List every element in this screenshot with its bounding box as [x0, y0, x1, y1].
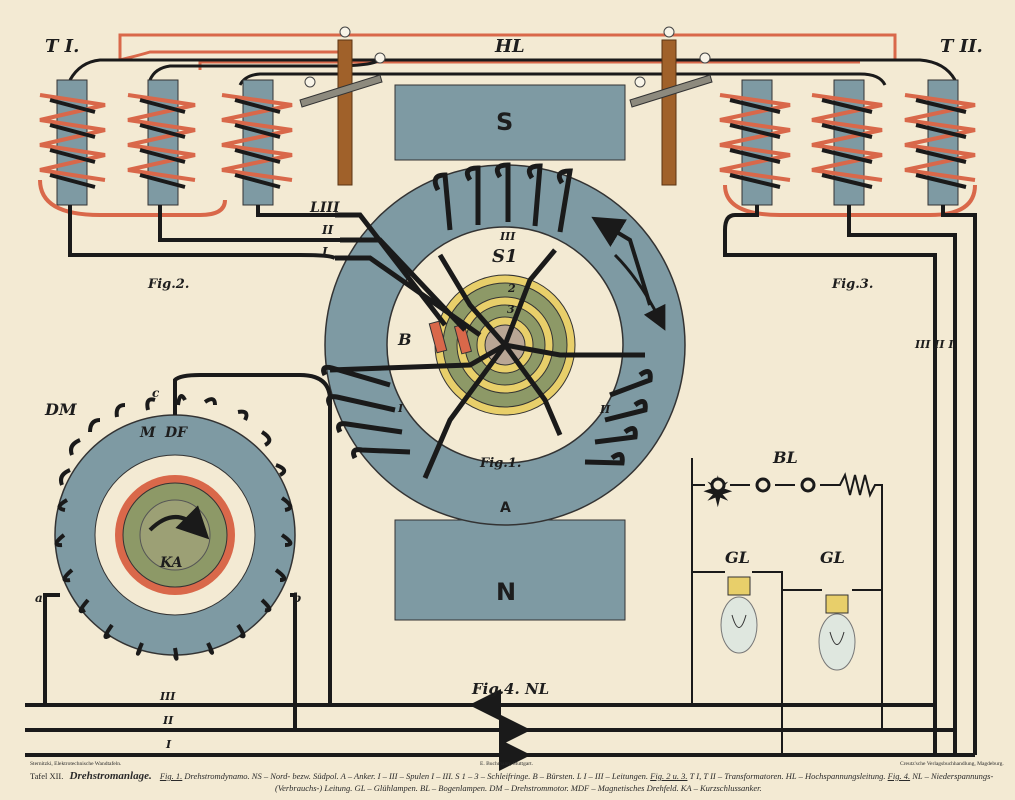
footer-fig1-ref: Fig. 1.: [159, 771, 183, 781]
footer-publisher-left: Sternitzki, Elektrotechnische Wandtafeln…: [30, 761, 122, 767]
label-brush: B: [397, 330, 412, 349]
footer-title: Drehstromanlage.: [69, 770, 152, 782]
footer-fig23-text: T I, T II – Transformatoren. HL – Hochsp…: [689, 771, 886, 781]
label-coil3: III: [499, 230, 516, 243]
label-bl: BL: [772, 448, 798, 467]
pole-right: [629, 26, 713, 186]
footer-line-2: (Verbrauchs-) Leitung. GL – Glühlampen. …: [275, 783, 762, 793]
footer-publisher-center: E. Buchmann, Stuttgart.: [480, 761, 534, 767]
label-gl1: GL: [725, 548, 750, 567]
footer-fig1-text: Drehstromdynamo. NS – Nord- bezw. Südpol…: [184, 771, 649, 781]
footer-fig4-ref: Fig. 4.: [887, 771, 911, 781]
label-fig4: Fig.4. NL: [471, 680, 549, 698]
transformer-t1: [38, 79, 340, 260]
footer-fig23-ref: Fig. 2 u. 3.: [650, 771, 688, 781]
label-hl: HL: [494, 36, 525, 57]
label-pole-s: S: [496, 108, 513, 136]
label-m: M: [139, 425, 156, 441]
label-tap-a: a: [35, 591, 43, 605]
label-ka: KA: [159, 555, 183, 571]
label-ring2: 2: [507, 282, 516, 295]
label-t2: T II.: [940, 36, 983, 57]
label-t1: T I.: [45, 36, 79, 57]
label-armature: A: [500, 500, 511, 516]
label-lm: LIII: [309, 200, 340, 216]
low-voltage-lines: [25, 689, 975, 771]
footer-fig4-text: NL – Niederspannungs-: [912, 771, 994, 781]
dynamo: [321, 84, 686, 621]
arc-lamps: [703, 475, 816, 508]
label-dm: DM: [44, 400, 78, 419]
label-ring3: 3: [507, 303, 515, 316]
incandescent-lamp-2: [818, 594, 856, 671]
label-fig2: Fig.2.: [147, 277, 189, 292]
label-pole-n: N: [496, 578, 516, 606]
label-l1: I: [321, 245, 328, 259]
label-s1: S1: [492, 246, 518, 267]
label-gl2: GL: [820, 548, 845, 567]
footer-tafel: Tafel XII.: [30, 771, 64, 781]
label-tap-b: b: [293, 591, 301, 605]
footer-line-1: Tafel XII. Drehstromanlage. Fig. 1. Dreh…: [30, 770, 993, 782]
label-tap-c: c: [152, 386, 160, 400]
transformer-t2: [719, 79, 977, 755]
label-l2: II: [321, 223, 334, 237]
label-df: DF: [164, 425, 188, 441]
footer-publisher-right: Creutz'sche Verlagsbuchhandlung, Magdebu…: [900, 761, 1004, 767]
label-nl2: II: [162, 714, 174, 727]
label-fig1: Fig.1.: [479, 456, 521, 471]
lamp-circuit: [691, 458, 883, 755]
pole-left: [299, 26, 386, 186]
label-nl3: III: [159, 690, 176, 703]
label-coil1: I: [397, 402, 404, 415]
incandescent-lamp-1: [720, 576, 758, 654]
motor-dm: [43, 373, 332, 730]
label-nl1: I: [165, 738, 172, 751]
label-fig3: Fig.3.: [831, 277, 873, 292]
label-right-lines: III II I: [914, 338, 954, 351]
label-coil2: II: [599, 403, 611, 416]
